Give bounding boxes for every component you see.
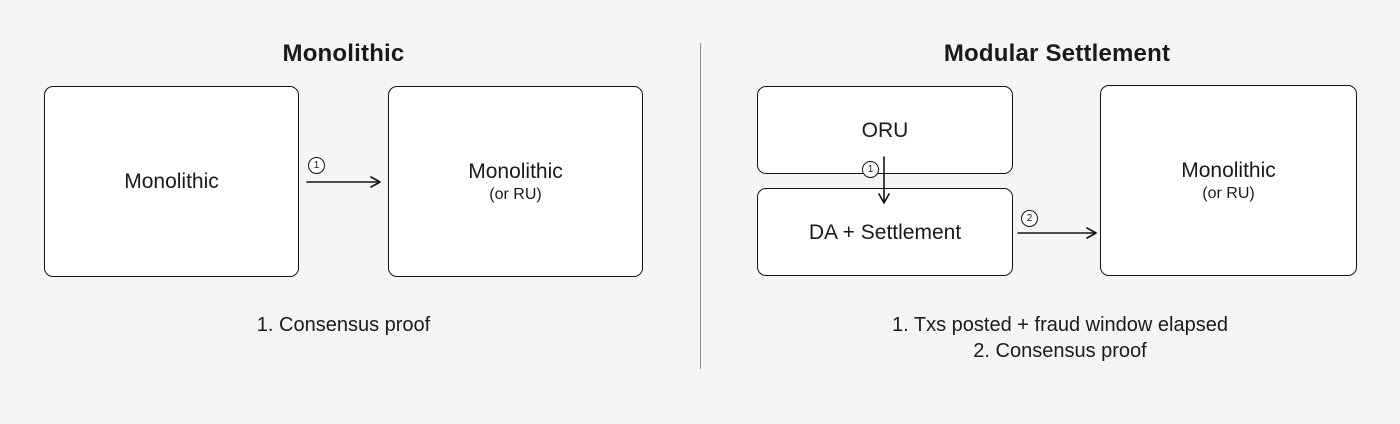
right-legend: 1. Txs posted + fraud window elapsed 2. … xyxy=(760,312,1360,364)
left-monolithic-target-sublabel: (or RU) xyxy=(489,185,542,203)
right-arrow-2-badge: 2 xyxy=(1021,210,1038,227)
left-monolithic-source-label: Monolithic xyxy=(124,170,219,193)
left-panel-title: Monolithic xyxy=(282,40,405,67)
right-panel-title: Modular Settlement xyxy=(943,40,1171,67)
right-arrow-2 xyxy=(1017,227,1097,239)
left-monolithic-target-box: Monolithic (or RU) xyxy=(388,86,643,277)
oru-label: ORU xyxy=(861,118,909,142)
panel-divider xyxy=(700,43,701,369)
right-monolithic-target-box: Monolithic (or RU) xyxy=(1100,85,1357,276)
left-monolithic-target-label: Monolithic xyxy=(468,159,563,183)
left-legend-line-1: 1. Consensus proof xyxy=(256,314,431,336)
oru-box: ORU xyxy=(757,86,1013,174)
right-legend-line-2: 2. Consensus proof xyxy=(973,340,1147,362)
left-monolithic-source-box: Monolithic xyxy=(44,86,299,277)
right-monolithic-target-sublabel: (or RU) xyxy=(1202,184,1255,202)
left-arrow-1 xyxy=(306,176,381,188)
left-legend: 1. Consensus proof xyxy=(44,312,643,338)
right-arrow-1-badge: 1 xyxy=(862,161,879,178)
da-settlement-box: DA + Settlement xyxy=(757,188,1013,276)
left-arrow-1-badge: 1 xyxy=(308,157,325,174)
da-settlement-label: DA + Settlement xyxy=(808,220,962,244)
right-monolithic-target-label: Monolithic xyxy=(1181,158,1276,182)
right-legend-line-1: 1. Txs posted + fraud window elapsed xyxy=(892,314,1228,336)
